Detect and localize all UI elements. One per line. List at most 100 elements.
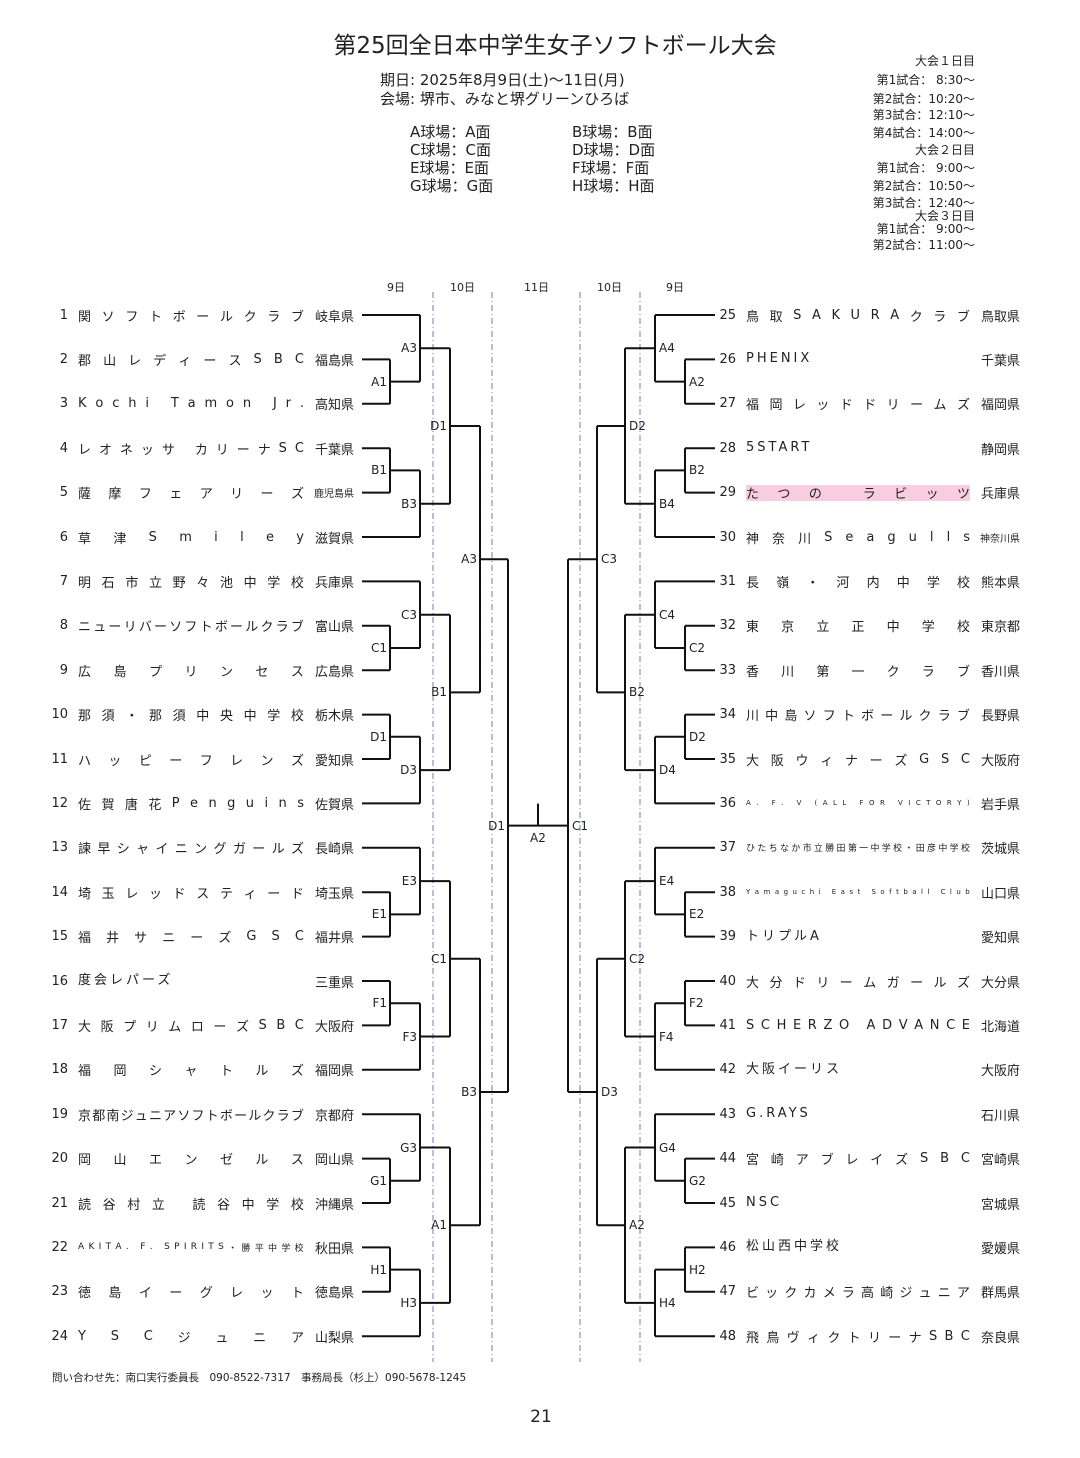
team-number: 11 <box>51 751 68 767</box>
team-prefecture: 千葉県 <box>980 353 1020 369</box>
team-prefecture: 長崎県 <box>314 842 354 858</box>
team-name: 5START <box>746 440 813 456</box>
team-name: 松山西中学校 <box>746 1239 843 1255</box>
team-number: 43 <box>719 1106 736 1122</box>
team-name: 大分ドリームガールズ <box>746 975 970 991</box>
day-header-right-9: 9日 <box>666 281 684 294</box>
team-prefecture: 愛知県 <box>314 753 354 769</box>
team-number: 23 <box>51 1284 68 1300</box>
team-number: 7 <box>59 573 68 589</box>
team-number: 18 <box>51 1062 68 1078</box>
team-number: 8 <box>59 618 68 634</box>
team-prefecture: 群馬県 <box>980 1286 1020 1302</box>
team-prefecture: 石川県 <box>980 1108 1020 1124</box>
team-name: 福岡シャトルズ <box>78 1064 304 1080</box>
team-prefecture: 愛知県 <box>980 931 1020 947</box>
team-name: たつの ラビッツ <box>746 484 970 502</box>
match-label: F2 <box>689 996 704 1011</box>
match-label: D4 <box>659 763 676 778</box>
match-label: D1 <box>430 419 447 433</box>
team-number: 14 <box>51 884 68 900</box>
team-prefecture: 鹿児島県 <box>314 489 354 501</box>
match-label: G2 <box>689 1173 706 1188</box>
team-name: 薩摩フェアリーズ <box>78 487 304 503</box>
team-number: 44 <box>719 1151 736 1167</box>
team-number: 36 <box>719 795 736 811</box>
team-prefecture: 奈良県 <box>980 1330 1020 1346</box>
team-row: 8 ニューリバーソフトボールクラブ富山県 <box>44 617 354 635</box>
match-label: E3 <box>401 874 417 889</box>
match-label: C4 <box>659 607 676 622</box>
match-label: C2 <box>689 641 706 655</box>
match-label: F3 <box>402 1029 417 1044</box>
team-number: 46 <box>719 1239 736 1255</box>
field-a: A球場：A面 <box>410 123 491 141</box>
schedule-day1-game4: 第4試合：14:00～ <box>872 126 975 140</box>
team-prefecture: 山梨県 <box>314 1330 354 1346</box>
schedule-day2-game3: 第3試合：12:40～ <box>872 196 975 210</box>
team-prefecture: 千葉県 <box>314 442 354 458</box>
team-number: 24 <box>51 1328 68 1344</box>
match-label: C2 <box>629 951 646 966</box>
team-prefecture: 滋賀県 <box>314 531 354 547</box>
match-label: A2 <box>629 1218 645 1233</box>
match-label: D1 <box>370 729 387 744</box>
team-number: 37 <box>719 840 736 856</box>
field-g: G球場：G面 <box>410 177 494 195</box>
team-name: トリプルA <box>746 928 822 944</box>
team-prefecture: 富山県 <box>314 620 354 636</box>
team-prefecture: 栃木県 <box>314 709 354 725</box>
team-name: 徳島イーグレット <box>78 1286 304 1302</box>
team-number: 20 <box>51 1151 68 1167</box>
team-name: ニューリバーソフトボールクラブ <box>78 620 304 636</box>
team-name: 福岡レッドドリームズ <box>746 398 970 414</box>
match-label: D2 <box>629 419 646 433</box>
team-prefecture: 大阪府 <box>980 753 1020 769</box>
team-name: 長嶺・河内中学校 <box>746 575 970 591</box>
team-prefecture: 福井県 <box>314 931 354 947</box>
team-prefecture: 岐阜県 <box>314 309 354 325</box>
team-number: 22 <box>51 1239 68 1255</box>
team-name: 那須・那須中央中学校 <box>78 709 304 725</box>
team-name: 岡山エンゼルス <box>78 1153 304 1169</box>
schedule-day1: 大会１日目 <box>914 54 975 68</box>
team-prefecture: 京都府 <box>314 1108 354 1124</box>
team-prefecture: 佐賀県 <box>314 797 354 813</box>
team-number: 17 <box>51 1017 68 1033</box>
schedule-day1-game3: 第3試合：12:10～ <box>872 108 975 122</box>
team-prefecture: 秋田県 <box>314 1241 354 1257</box>
team-prefecture: 北海道 <box>980 1019 1020 1035</box>
team-number: 13 <box>51 840 68 856</box>
match-label: E4 <box>659 874 675 889</box>
team-number: 10 <box>51 707 68 723</box>
match-label: B1 <box>431 685 447 700</box>
schedule-day1-game1: 第1試合： 8:30～ <box>876 73 975 87</box>
team-number: 41 <box>719 1017 736 1033</box>
match-label: C1 <box>572 818 589 833</box>
team-number: 34 <box>719 707 736 723</box>
field-d: D球場：D面 <box>572 141 656 159</box>
